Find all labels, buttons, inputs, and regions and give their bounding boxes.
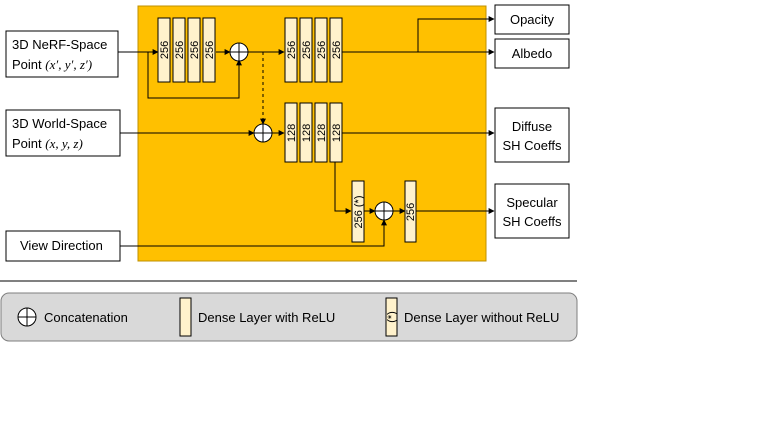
input-view-direction: View Direction xyxy=(5,230,121,262)
dense-layer: 256 xyxy=(284,17,298,83)
output-opacity: Opacity xyxy=(494,4,570,35)
svg-text:256: 256 xyxy=(405,203,417,221)
input-world-point-line1: 3D World-Space xyxy=(12,116,107,131)
dense-layer: 128 xyxy=(284,102,298,163)
dense-layer: 256 xyxy=(202,17,216,83)
legend: Concatenation Dense Layer with ReLU (*) … xyxy=(0,292,578,342)
input-nerf-point-line2: Point (x′, y′, z′) xyxy=(12,57,92,72)
svg-text:256: 256 xyxy=(159,41,171,59)
svg-text:256: 256 xyxy=(204,41,216,59)
layer-block-1: 256 256 256 256 xyxy=(157,17,216,83)
svg-text:256: 256 xyxy=(174,41,186,59)
edge-view-to-concat3 xyxy=(120,219,387,247)
output-diffuse: Diffuse SH Coeffs xyxy=(494,107,570,163)
dense-layer: 128 xyxy=(314,102,328,163)
svg-text:(*): (*) xyxy=(386,311,398,323)
output-specular: Specular SH Coeffs xyxy=(494,183,570,239)
output-albedo: Albedo xyxy=(494,38,570,69)
legend-dense-relu-label: Dense Layer with ReLU xyxy=(198,310,335,325)
legend-dense-relu-icon xyxy=(179,297,192,337)
dense-layer: 128 xyxy=(299,102,313,163)
svg-text:256: 256 xyxy=(301,41,313,59)
layer-block-2: 256 256 256 256 xyxy=(284,17,343,83)
dense-layer: 256 xyxy=(172,17,186,83)
legend-concat-icon xyxy=(17,307,37,327)
svg-text:256: 256 xyxy=(189,41,201,59)
concat-node-3 xyxy=(374,201,394,221)
input-view-direction-label: View Direction xyxy=(20,238,103,253)
layer-block-3: 128 128 128 128 xyxy=(284,102,343,163)
dense-layer-no-relu: 256 (*) xyxy=(351,180,365,243)
dense-layer: 256 xyxy=(329,17,343,83)
svg-text:128: 128 xyxy=(316,124,328,142)
svg-text:128: 128 xyxy=(331,124,343,142)
svg-text:256 (*): 256 (*) xyxy=(353,195,365,228)
edge-nerf-skip-to-concat1 xyxy=(147,52,242,99)
dense-layer: 256 xyxy=(187,17,201,83)
legend-concat-label: Concatenation xyxy=(44,310,128,325)
svg-text:256: 256 xyxy=(286,41,298,59)
svg-text:256: 256 xyxy=(316,41,328,59)
output-specular-line1: Specular xyxy=(506,195,558,210)
svg-text:128: 128 xyxy=(286,124,298,142)
input-nerf-point-line1: 3D NeRF-Space xyxy=(12,37,107,52)
input-world-point-line2: Point (x, y, z) xyxy=(12,136,83,151)
output-diffuse-line1: Diffuse xyxy=(512,119,552,134)
concat-node-2 xyxy=(253,123,273,143)
output-specular-line2: SH Coeffs xyxy=(502,214,562,229)
output-diffuse-line2: SH Coeffs xyxy=(502,138,562,153)
dense-layer: 256 xyxy=(314,17,328,83)
concat-node-1 xyxy=(229,42,249,62)
connections xyxy=(118,16,495,247)
svg-text:128: 128 xyxy=(301,124,313,142)
dense-layer-relu-specular: 256 xyxy=(404,180,417,243)
input-nerf-point: 3D NeRF-Space Point (x′, y′, z′) xyxy=(5,30,119,78)
svg-text:256: 256 xyxy=(331,41,343,59)
dense-layer: 256 xyxy=(299,17,313,83)
dense-layer: 256 xyxy=(157,17,171,83)
input-world-point: 3D World-Space Point (x, y, z) xyxy=(5,109,121,157)
edge-block3-to-specular-no-relu xyxy=(334,162,352,214)
edge-block2-to-opacity xyxy=(417,16,495,52)
output-albedo-label: Albedo xyxy=(512,46,552,61)
legend-dense-no-relu-icon: (*) xyxy=(385,297,398,337)
dense-layer: 128 xyxy=(329,102,343,163)
legend-dense-no-relu-label: Dense Layer without ReLU xyxy=(404,310,559,325)
output-opacity-label: Opacity xyxy=(510,12,555,27)
